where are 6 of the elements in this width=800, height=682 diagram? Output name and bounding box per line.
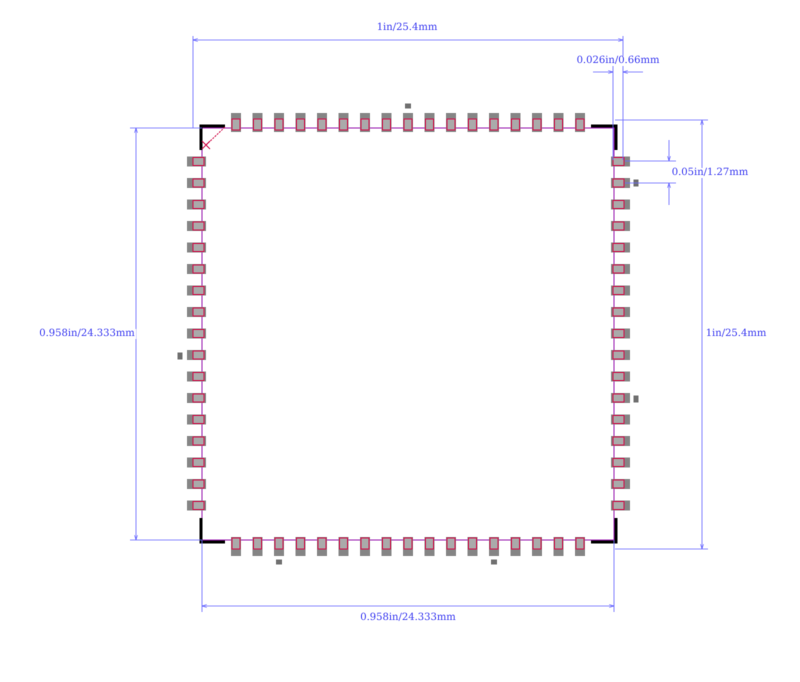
- dimension-label: 0.05in/1.27mm: [670, 168, 750, 178]
- dimension-label: 1in/25.4mm: [704, 329, 768, 339]
- dimension-label: 0.958in/24.333mm: [359, 613, 457, 623]
- dimension-label: 0.958in/24.333mm: [38, 329, 136, 339]
- dimension-label: 1in/25.4mm: [376, 23, 438, 33]
- dimension-label: 0.026in/0.66mm: [576, 56, 660, 66]
